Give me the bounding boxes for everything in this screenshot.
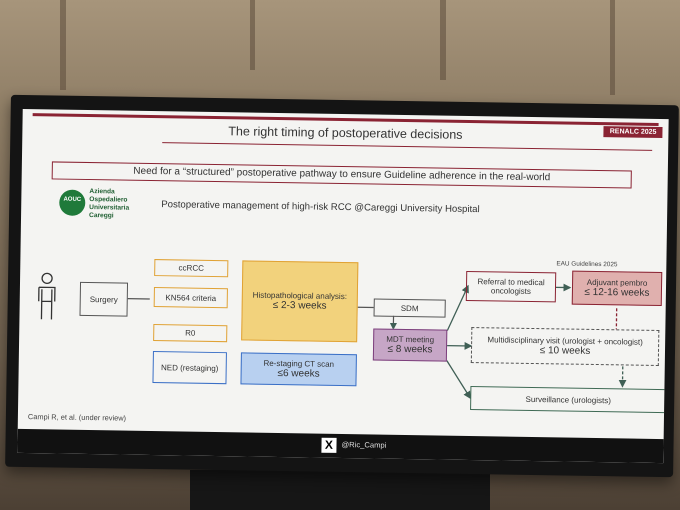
citation: Campi R, et al. (under review) — [27, 412, 127, 423]
chair-leg — [60, 0, 66, 90]
twitter-handle: @Ric_Campi — [341, 440, 387, 450]
r0-box: R0 — [153, 324, 228, 343]
restaging-box: Re-staging CT scan ≤6 weeks — [240, 352, 357, 387]
patient-icon — [33, 271, 60, 321]
histopathology-time: ≤ 2-3 weeks — [272, 299, 327, 312]
mdt-time: ≤ 8 weeks — [387, 343, 433, 356]
restaging-time: ≤6 weeks — [277, 367, 320, 380]
flow-arrows — [127, 283, 627, 400]
chair-leg — [610, 0, 615, 95]
slide: RENALC 2025 The right timing of postoper… — [17, 108, 669, 464]
mdt-meeting-box: MDT meeting ≤ 8 weeks — [372, 328, 448, 362]
monitor: RENALC 2025 The right timing of postoper… — [5, 94, 679, 478]
ccrcc-box: ccRCC — [154, 259, 229, 278]
x-logo-icon: X — [321, 437, 337, 453]
ned-box: NED (restaging) — [152, 351, 227, 385]
sdm-box: SDM — [373, 298, 446, 318]
chair-leg — [250, 0, 255, 70]
histopathology-box: Histopathological analysis: ≤ 2-3 weeks — [241, 260, 359, 343]
surveillance-box: Surveillance (urologists) — [470, 386, 667, 414]
adjuvant-box: Adjuvant pembro ≤ 12-16 weeks — [571, 270, 663, 307]
kn564-box: KN564 criteria — [153, 287, 228, 309]
eau-guidelines-label: EAU Guidelines 2025 — [556, 260, 618, 269]
referral-box: Referral to medical oncologists — [465, 270, 557, 303]
visit-time: ≤ 10 weeks — [539, 345, 591, 357]
surgery-box: Surgery — [79, 281, 129, 317]
monitor-stand — [190, 470, 490, 510]
adjuvant-time: ≤ 12-16 weeks — [584, 286, 650, 299]
chair-leg — [440, 0, 446, 80]
multidisciplinary-visit-box: Multidisciplinary visit (urologist + onc… — [470, 327, 660, 366]
